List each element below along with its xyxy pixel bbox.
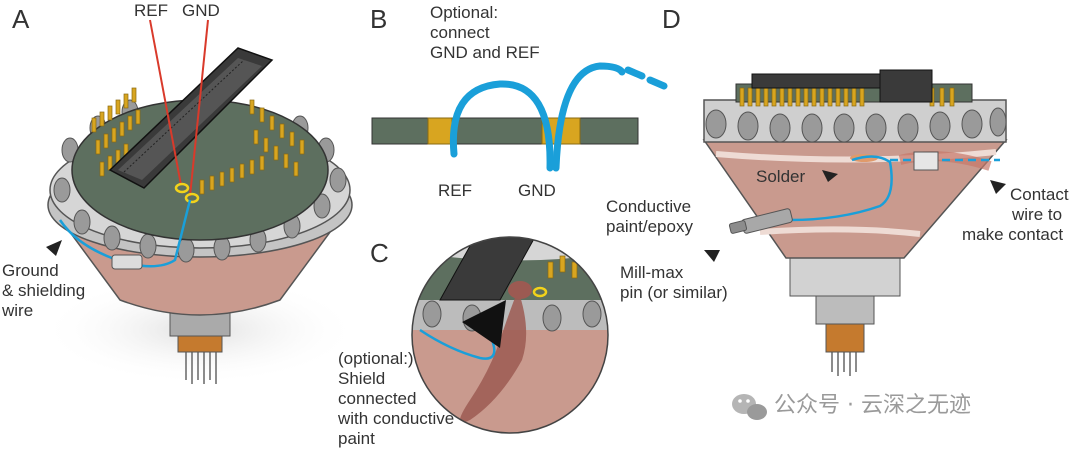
- gnd-label: GND: [182, 1, 220, 20]
- c-text-line2: Shield: [338, 369, 385, 388]
- gnd-wire-dashes: [624, 66, 668, 90]
- watermark-text: 公众号 · 云深之无迹: [774, 393, 971, 418]
- optional-line2: connect: [430, 23, 490, 42]
- paint-arrow-icon: [462, 300, 506, 348]
- jumper-wire: [449, 80, 554, 172]
- paint-label-line2: paint/epoxy: [606, 217, 693, 236]
- pin-label-line2: pin (or similar): [620, 283, 728, 302]
- d-neck: [789, 257, 901, 297]
- watermark: 公众号 · 云深之无迹: [732, 393, 971, 420]
- c-text-line1: (optional:): [338, 349, 414, 368]
- d-stem: [815, 293, 875, 325]
- paint-blob: [508, 281, 532, 299]
- paint-label-line1: Conductive: [606, 197, 691, 216]
- d-wire-clip: [913, 151, 939, 171]
- ref-pad: [427, 117, 453, 145]
- d-bottom-pins: [831, 352, 857, 376]
- gold-header: [177, 333, 223, 353]
- c-text-line4: with conductive: [337, 409, 454, 428]
- pin-arrow-icon: [704, 250, 720, 262]
- zoom-contact: [532, 286, 548, 298]
- solder-arrow-icon: [822, 170, 838, 182]
- panel-label-d: D: [662, 4, 681, 34]
- optional-line1: Optional:: [430, 3, 498, 22]
- contact-label-line2: wire to: [1011, 205, 1062, 224]
- gold-pins: [91, 87, 305, 195]
- bottom-pins: [185, 350, 217, 384]
- pin-label-line1: Mill-max: [620, 263, 684, 282]
- panel-d: D Solder Conductive paint/epoxy Contact …: [606, 4, 1069, 376]
- panel-a: A REF GND Ground & shielding wire: [1, 1, 360, 385]
- panel-b: B Optional: connect GND and REF REF GND: [370, 3, 668, 200]
- panel-label-c: C: [370, 238, 389, 268]
- c-text-line5: paint: [338, 429, 375, 448]
- zoom-circle: [411, 236, 609, 434]
- contact-arrow-icon: [990, 180, 1006, 194]
- d-connector-end: [879, 69, 933, 103]
- c-text-line3: connected: [338, 389, 416, 408]
- shield-label-line1: Ground: [2, 261, 59, 280]
- conductive-paint: [460, 290, 527, 423]
- gnd-wire: [552, 62, 626, 172]
- optional-line3: GND and REF: [430, 43, 540, 62]
- connector-slot: [118, 58, 262, 180]
- solder-label: Solder: [756, 167, 805, 186]
- d-wire: [749, 155, 893, 228]
- wechat-icon: [732, 394, 767, 420]
- d-paint-patch: [898, 151, 992, 171]
- panel-label-a: A: [12, 4, 30, 34]
- contact-label-line3: make contact: [962, 225, 1063, 244]
- d-rim-screws: [705, 107, 1007, 143]
- panel-label-b: B: [370, 4, 387, 34]
- gnd-contact: [184, 192, 200, 204]
- gnd-label-b: GND: [518, 181, 556, 200]
- contact-label-line1: Contact: [1010, 185, 1069, 204]
- shielding-wire: [58, 199, 192, 268]
- d-gold-header: [825, 321, 865, 353]
- wire-sleeve: [111, 254, 143, 270]
- shield-label-line3: wire: [1, 301, 33, 320]
- ref-contact: [174, 182, 190, 194]
- ref-label: REF: [134, 1, 168, 20]
- shield-arrow-icon: [46, 240, 62, 256]
- ref-pointer-line: [149, 19, 182, 186]
- panel-c: C (optional:) Shield connected with cond…: [337, 236, 609, 448]
- connector-pins: [123, 59, 245, 173]
- shield-label-line2: & shielding: [2, 281, 85, 300]
- d-cone-highlight-low: [759, 226, 921, 237]
- mill-max-pin: [728, 208, 793, 234]
- rim-screws: [53, 99, 347, 263]
- zoom-wire: [419, 328, 496, 360]
- gnd-pointer-line: [189, 19, 209, 197]
- pcb-cross-section: [371, 117, 639, 145]
- zoom-connector: [439, 237, 541, 301]
- ref-label-b: REF: [438, 181, 472, 200]
